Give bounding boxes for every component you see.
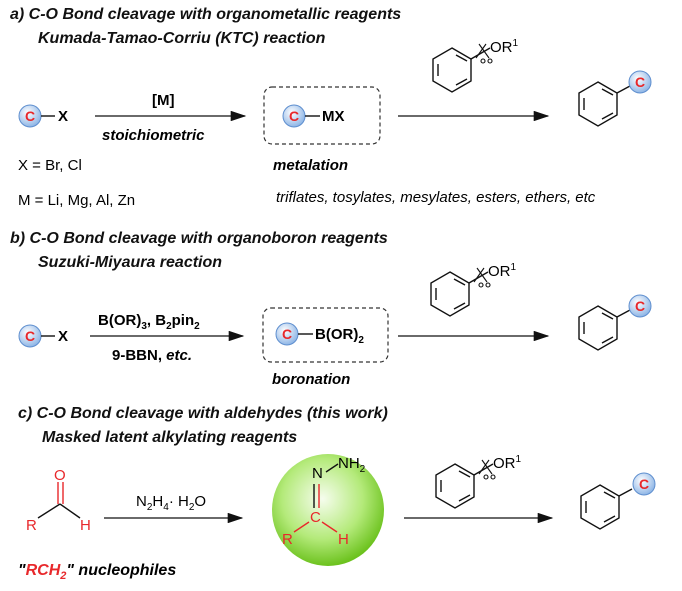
c-aldehyde: O R H: [26, 467, 91, 534]
svg-text:C: C: [289, 108, 299, 124]
a-product-carbon-ball: C: [628, 70, 652, 94]
c-nh2-label: NH2: [338, 455, 366, 475]
b-intermediate-caption: boronation: [272, 371, 350, 388]
c-or1-label: OR1: [493, 454, 522, 472]
c-cleavage-scissors: [478, 459, 496, 480]
section-c-subtitle: Masked latent alkylating reagents: [42, 429, 298, 446]
c-reagent: N2H4· H2O: [136, 493, 206, 513]
c-caption: "RCH2" nucleophiles: [18, 562, 176, 582]
b-cleavage-scissors: [473, 267, 491, 288]
a-cleavage-scissors: [475, 43, 493, 64]
svg-text:C: C: [635, 298, 645, 314]
a-aryl-ether: [432, 47, 472, 93]
section-a-title: a) C-O Bond cleavage with organometallic…: [10, 6, 402, 23]
a-reagent-below: stoichiometric: [102, 127, 205, 144]
c-product-ring: [580, 484, 620, 530]
a-or1-label: OR1: [490, 38, 519, 56]
b-product-ring: [578, 305, 618, 351]
c-product-carbon-ball: C: [632, 472, 656, 496]
b-intermediate-box: [262, 307, 389, 363]
section-b-subtitle: Suzuki-Miyaura reaction: [38, 254, 223, 271]
a-product-ring: [578, 81, 618, 127]
a-intermediate-caption: metalation: [273, 157, 348, 174]
svg-text:H: H: [80, 517, 91, 534]
b-reagent-below: 9-BBN, etc.: [112, 347, 192, 364]
a-substrate-scope: triflates, tosylates, mesylates, esters,…: [276, 189, 596, 206]
c-hydrazone-bubble: [272, 454, 384, 566]
b-leaving-group: X: [58, 328, 68, 345]
svg-text:H: H: [338, 531, 349, 548]
svg-text:R: R: [282, 531, 293, 548]
svg-text:C: C: [639, 476, 649, 492]
a-m-definition: M = Li, Mg, Al, Zn: [18, 192, 135, 209]
section-a-subtitle: Kumada-Tamao-Corriu (KTC) reaction: [38, 30, 326, 47]
section-c-title: c) C-O Bond cleavage with aldehydes (thi…: [18, 405, 388, 422]
a-carbon-ball: C: [18, 104, 42, 128]
svg-text:C: C: [310, 509, 321, 526]
b-intermediate-label: B(OR)2: [315, 326, 364, 346]
svg-text:C: C: [25, 328, 35, 344]
a-x-definition: X = Br, Cl: [18, 157, 82, 174]
c-aryl-ether: [435, 463, 475, 509]
c-hydrazone: N NH2 C R H: [282, 455, 366, 548]
a-intermediate-box: [263, 86, 381, 145]
b-reagent-above: B(OR)3, B2pin2: [98, 312, 200, 332]
b-product-carbon-ball: C: [628, 294, 652, 318]
a-leaving-group: X: [58, 108, 68, 125]
svg-text:R: R: [26, 517, 37, 534]
a-intermediate-label: MX: [322, 108, 345, 125]
svg-text:O: O: [54, 467, 66, 484]
b-intermediate-carbon-ball: C: [275, 322, 299, 346]
b-or1-label: OR1: [488, 262, 517, 280]
a-reagent-above: [M]: [152, 92, 175, 109]
b-carbon-ball: C: [18, 324, 42, 348]
a-intermediate-carbon-ball: C: [282, 104, 306, 128]
svg-text:C: C: [282, 326, 292, 342]
svg-text:N: N: [312, 465, 323, 482]
svg-text:C: C: [635, 74, 645, 90]
svg-text:C: C: [25, 108, 35, 124]
b-aryl-ether: [430, 271, 470, 317]
section-b-title: b) C-O Bond cleavage with organoboron re…: [10, 230, 388, 247]
